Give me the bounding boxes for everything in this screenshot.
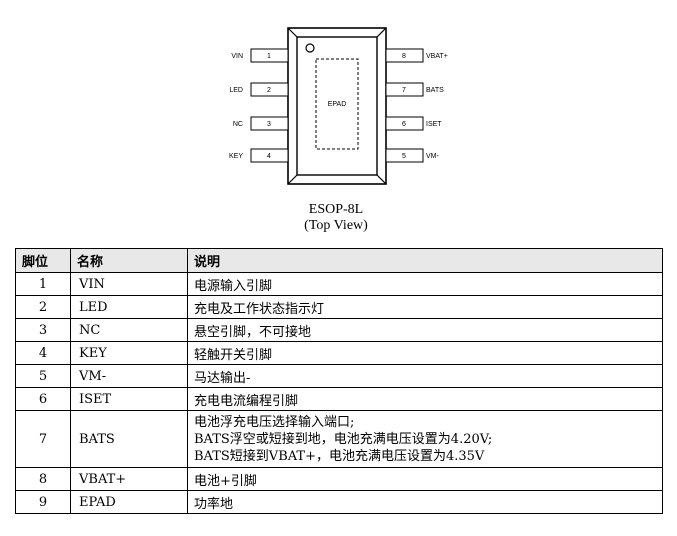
left-pin-1: 1 VIN [231,48,289,63]
pin-number: 8 [15,467,71,491]
right-pin-7: 7 BATS [385,82,444,97]
table-row: 3 NC 悬空引脚，不可接地 [15,318,663,342]
pin-name-key: KEY [229,153,243,160]
pin-number: 5 [15,364,71,388]
pin-name-led: LED [229,87,243,94]
pin-desc: 功率地 [187,490,663,514]
pin-name: NC [70,318,188,342]
pin-number: 7 [15,410,71,468]
left-pin-3: 3 NC [233,116,289,131]
pin-description-table: 脚位 名称 说明 1 VIN 电源输入引脚 2 LED 充电及工作状态指示灯 3… [15,248,663,514]
pin-number: 1 [15,272,71,296]
pin-name-vm: VM- [426,153,440,160]
table-row: 8 VBAT+ 电池+引脚 [15,467,663,491]
pin-desc: 马达输出- [187,364,663,388]
pin-name: VM- [70,364,188,388]
pin-desc: 悬空引脚，不可接地 [187,318,663,342]
svg-text:8: 8 [402,53,406,60]
table-header-row: 脚位 名称 说明 [15,248,663,273]
pin-name-bats: BATS [426,87,444,94]
epad-label: EPAD [328,101,347,108]
pin-name: BATS [70,410,188,468]
right-pin-5: 5 VM- [385,148,440,163]
header-pin: 脚位 [15,248,71,273]
pin-number: 6 [15,387,71,411]
pin-name-vbat: VBAT+ [426,53,448,60]
svg-text:6: 6 [402,121,406,128]
pin-name: ISET [70,387,188,411]
pin-name: VBAT+ [70,467,188,491]
header-desc: 说明 [187,248,663,273]
pin-desc: 充电电流编程引脚 [187,387,663,411]
pin-name-vin: VIN [231,53,243,60]
pin-number: 3 [15,318,71,342]
table-row: 2 LED 充电及工作状态指示灯 [15,295,663,319]
header-name: 名称 [70,248,188,273]
table-row: 7 BATS 电池浮充电压选择输入端口; BATS浮空或短接到地，电池充满电压设… [15,410,663,468]
pin-desc: 电源输入引脚 [187,272,663,296]
package-view: (Top View) [304,218,368,233]
pin-name-nc: NC [233,121,243,128]
table-row: 6 ISET 充电电流编程引脚 [15,387,663,411]
pin1-marker-icon [305,43,315,53]
pin-desc-line: BATS浮空或短接到地，电池充满电压设置为4.20V; [194,431,493,447]
left-pin-4: 4 KEY [229,148,289,163]
pin-desc-line: 电池浮充电压选择输入端口; [194,414,355,430]
pin-name: EPAD [70,490,188,514]
table-row: 4 KEY 轻触开关引脚 [15,341,663,365]
svg-text:4: 4 [267,153,271,160]
package-body [287,27,387,185]
package-name: ESOP-8L [308,202,364,217]
package-diagram: EPAD 1 VIN 2 LED 3 NC 4 KEY 8 VBAT+ 7 BA… [229,27,448,185]
package-inner-outline [296,36,378,176]
pin-desc: 轻触开关引脚 [187,341,663,365]
right-pin-8: 8 VBAT+ [385,48,448,63]
pin-desc: 充电及工作状态指示灯 [187,295,663,319]
table-row: 9 EPAD 功率地 [15,490,663,514]
pin-number: 2 [15,295,71,319]
right-pin-6: 6 ISET [385,116,442,131]
pin-name: VIN [70,272,188,296]
left-pin-2: 2 LED [229,82,289,97]
pin-number: 4 [15,341,71,365]
pin-name: LED [70,295,188,319]
pin-desc: 电池+引脚 [187,467,663,491]
svg-text:5: 5 [402,153,406,160]
pin-desc: 电池浮充电压选择输入端口; BATS浮空或短接到地，电池充满电压设置为4.20V… [187,410,663,468]
pin-number: 9 [15,490,71,514]
pin-name-iset: ISET [426,121,442,128]
epad-outline [315,58,359,150]
pin-desc-line: BATS短接到VBAT+，电池充满电压设置为4.35V [194,448,485,464]
svg-text:2: 2 [267,87,271,94]
svg-text:7: 7 [402,87,406,94]
pin-name: KEY [70,341,188,365]
svg-text:3: 3 [267,121,271,128]
table-row: 1 VIN 电源输入引脚 [15,272,663,296]
svg-text:1: 1 [267,53,271,60]
table-row: 5 VM- 马达输出- [15,364,663,388]
